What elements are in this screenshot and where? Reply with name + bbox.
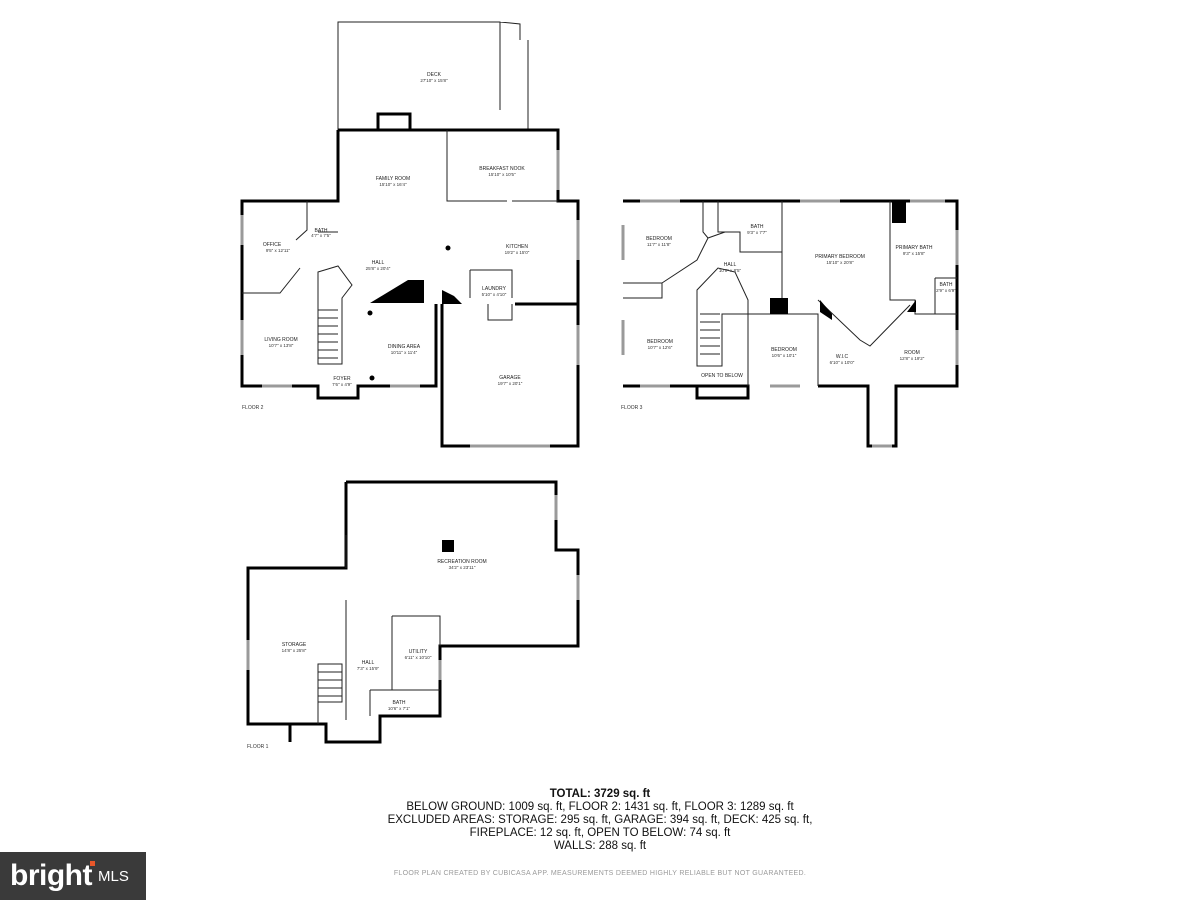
- room-family-room-name: FAMILY ROOM: [376, 176, 410, 182]
- summary-line-3: FIREPLACE: 12 sq. ft, OPEN TO BELOW: 74 …: [469, 827, 731, 839]
- room-breakfast-nook-dims: 15'10" x 10'5": [488, 172, 516, 177]
- floor-1-plan: [246, 480, 580, 744]
- area-summary: TOTAL: 3729 sq. ft BELOW GROUND: 1009 sq…: [0, 788, 1200, 853]
- room-breakfast-nook-name: BREAKFAST NOOK: [479, 166, 525, 172]
- room-bath-f1-name: BATH: [393, 700, 406, 706]
- room-garage-name: GARAGE: [499, 375, 521, 381]
- room-office-dims: 9'5" x 12'11": [266, 248, 291, 253]
- summary-line-2: EXCLUDED AREAS: STORAGE: 295 sq. ft, GAR…: [387, 814, 813, 826]
- room-open-to-below-name: OPEN TO BELOW: [701, 373, 743, 379]
- summary-line-1: BELOW GROUND: 1009 sq. ft, FLOOR 2: 1431…: [406, 801, 794, 813]
- room-bedroom-3-dims: 10'6" x 10'1": [772, 353, 797, 358]
- room-hall-f1-dims: 7'3" x 15'9": [357, 666, 380, 671]
- room-utility-name: UTILITY: [409, 649, 428, 655]
- disclaimer-text: FLOOR PLAN CREATED BY CUBICASA APP. MEAS…: [393, 870, 807, 877]
- room-hall-f2-dims: 25'8" x 20'4": [366, 266, 391, 271]
- room-bedroom-2-dims: 10'7" x 12'6": [648, 345, 673, 350]
- room-recreation-room-name: RECREATION ROOM: [437, 559, 486, 565]
- room-primary-bath-dims: 9'3" x 15'8": [903, 251, 926, 256]
- room-foyer-name: FOYER: [333, 376, 351, 382]
- room-bedroom-1-dims: 11'7" x 11'8": [647, 242, 671, 247]
- room-office-name: OFFICE: [263, 242, 282, 248]
- room-bath-f3-name: BATH: [751, 224, 764, 230]
- room-bath-f2-name: BATH: [315, 228, 328, 234]
- room-deck-dims: 27'10" x 15'8": [420, 78, 448, 83]
- room-laundry-name: LAUNDRY: [482, 286, 506, 292]
- room-bedroom-2-name: BEDROOM: [647, 339, 673, 345]
- room-living-room-name: LIVING ROOM: [264, 337, 297, 343]
- room-bath-f3-dims: 9'3" x 7'7": [747, 230, 767, 235]
- room-hall-f3-dims: 10'0" x 8'5": [719, 268, 742, 273]
- room-storage-dims: 14'8" x 25'8": [282, 648, 307, 653]
- room-dining-area-name: DINING AREA: [388, 344, 421, 350]
- room-dining-area-dims: 10'11" x 11'4": [391, 350, 418, 355]
- room-wic-name: W.I.C: [836, 354, 849, 360]
- brand-name: bright: [10, 859, 92, 892]
- total-area: TOTAL: 3729 sq. ft: [549, 788, 651, 800]
- room-family-room-dims: 15'10" x 16'4": [379, 182, 407, 187]
- room-laundry-dims: 5'10" x 4'10": [482, 292, 507, 297]
- room-deck-name: DECK: [427, 72, 442, 78]
- floor-1-labels: RECREATION ROOM 34'2" x 23'11" STORAGE 1…: [247, 559, 487, 750]
- floor-3-labels: BEDROOM 11'7" x 11'8" BATH 9'3" x 7'7" P…: [621, 224, 956, 411]
- floor-3-plan: [621, 199, 959, 448]
- floor-2-label: FLOOR 2: [242, 405, 264, 411]
- room-primary-bedroom-dims: 15'10" x 20'8": [826, 260, 854, 265]
- room-primary-bedroom-name: PRIMARY BEDROOM: [815, 254, 865, 260]
- floor-3-label: FLOOR 3: [621, 405, 643, 411]
- room-living-room-dims: 10'7" x 13'8": [269, 343, 294, 348]
- floor-2-labels: DECK 27'10" x 15'8" FAMILY ROOM 15'10" x…: [242, 72, 530, 411]
- brand-suffix: MLS: [97, 867, 129, 885]
- room-room-dims: 12'8" x 19'2": [900, 356, 925, 361]
- room-primary-bath-name: PRIMARY BATH: [896, 245, 933, 251]
- bright-mls-logo: bright MLS: [0, 852, 146, 900]
- brand-accent-icon: [90, 861, 95, 866]
- room-hall-f2-name: HALL: [372, 260, 385, 266]
- room-kitchen-name: KITCHEN: [506, 244, 528, 250]
- room-wic-dims: 6'10" x 10'0": [830, 360, 855, 365]
- room-bath-f2-dims: 4'7" x 7'5": [311, 233, 331, 238]
- room-foyer-dims: 7'6" x 4'9": [332, 382, 352, 387]
- floor-2-plan: [240, 21, 580, 448]
- room-bath-small-name: BATH: [940, 282, 953, 288]
- room-garage-dims: 19'7" x 20'1": [498, 381, 523, 386]
- room-room-name: ROOM: [904, 350, 920, 356]
- room-bedroom-1-name: BEDROOM: [646, 236, 672, 242]
- summary-line-4: WALLS: 288 sq. ft: [553, 840, 647, 852]
- room-hall-f3-name: HALL: [724, 262, 737, 268]
- room-bedroom-3-name: BEDROOM: [771, 347, 797, 353]
- room-recreation-room-dims: 34'2" x 23'11": [449, 565, 476, 570]
- room-bath-small-dims: 2'9" x 6'9": [936, 288, 956, 293]
- room-utility-dims: 6'11" x 10'10": [405, 655, 432, 660]
- room-bath-f1-dims: 10'6" x 7'1": [388, 706, 411, 711]
- room-hall-f1-name: HALL: [362, 660, 375, 666]
- floor-1-label: FLOOR 1: [247, 744, 269, 750]
- room-kitchen-dims: 19'2" x 15'0": [505, 250, 530, 255]
- room-storage-name: STORAGE: [282, 642, 307, 648]
